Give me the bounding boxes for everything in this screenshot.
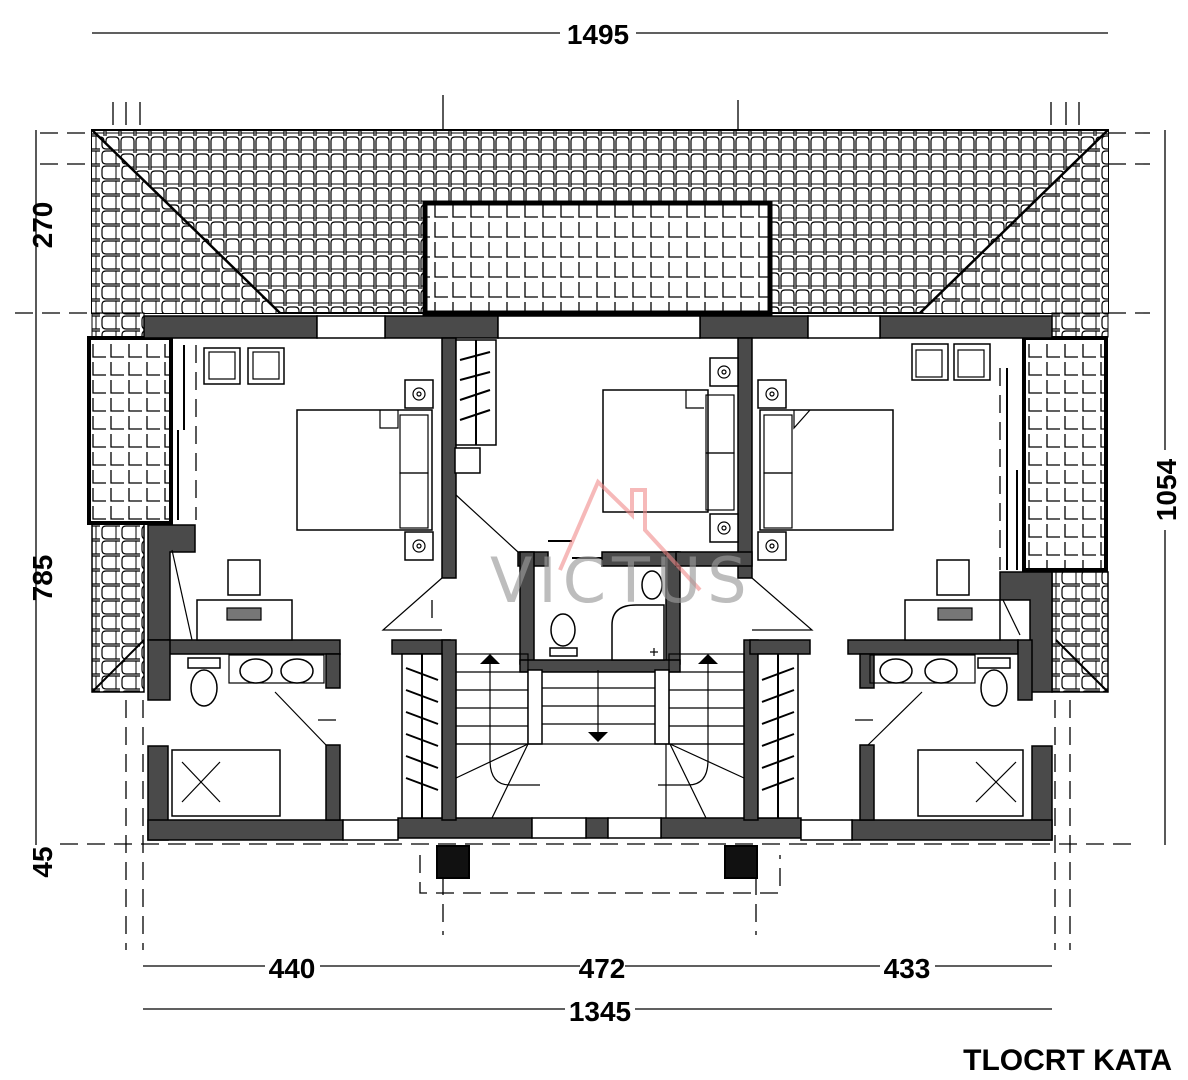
wardrobe-center-left (454, 339, 497, 474)
toilet-icon (187, 657, 221, 707)
laptop-icon (226, 607, 262, 621)
toilet-icon (977, 657, 1011, 707)
bathroom-left (171, 654, 340, 817)
double-sink-icon (228, 654, 325, 684)
bathtub-icon (171, 749, 281, 817)
bathtub-icon (917, 749, 1024, 817)
dimension-right: 1054 (1151, 130, 1182, 845)
sink-icon (641, 570, 663, 600)
dimension-left: 270 785 45 (27, 130, 58, 878)
armchair-icon (203, 347, 241, 385)
wardrobe-stair-right (757, 653, 799, 819)
dimension-label: 1054 (1151, 458, 1182, 521)
nightstand-icon (757, 379, 787, 409)
walls (143, 315, 1053, 841)
dimension-label: 1495 (567, 19, 629, 50)
nightstand-icon (709, 357, 739, 387)
bedroom-left (171, 345, 443, 641)
side-dormer-left (87, 336, 173, 525)
dimension-label: 472 (579, 953, 626, 984)
dimension-label: 45 (27, 846, 58, 877)
armchair-icon (911, 343, 949, 381)
watermark-text: VICTUS (490, 544, 753, 617)
dimension-label: 433 (884, 953, 931, 984)
dimension-label: 1345 (569, 996, 631, 1027)
armchair-icon (953, 343, 991, 381)
dimension-label: 270 (27, 202, 58, 249)
corner-shower-icon (611, 604, 665, 661)
bathroom-center (549, 570, 665, 661)
wardrobe-stair-left (401, 653, 443, 819)
bedroom-center (455, 357, 739, 559)
laptop-icon (937, 607, 973, 621)
nightstand-icon (404, 531, 434, 561)
armchair-icon (247, 347, 285, 385)
dimension-label: 785 (27, 555, 58, 602)
desk-icon (904, 599, 1001, 641)
chair-icon (936, 559, 970, 596)
watermark: VICTUS (490, 478, 753, 617)
drawing-title: TLOCRT KATA (963, 1044, 1172, 1077)
dimension-top-overall: 1495 (92, 19, 1108, 50)
double-sink-icon (869, 654, 976, 684)
nightstand-icon (404, 379, 434, 409)
column-right (724, 845, 758, 879)
bed-icon (296, 409, 433, 531)
roof (87, 129, 1109, 693)
toilet-icon (549, 613, 578, 657)
bathroom-right (855, 654, 1024, 817)
dormer (422, 200, 773, 316)
column-left (436, 845, 470, 879)
dimension-bottom: 440 472 433 1345 (143, 953, 1052, 1027)
staircase (455, 653, 745, 819)
nightstand-icon (757, 531, 787, 561)
nightstand-icon (709, 513, 739, 543)
dimension-label: 440 (269, 953, 316, 984)
desk-icon (196, 599, 293, 641)
bedroom-right (751, 343, 1021, 641)
chair-icon (227, 559, 261, 596)
side-dormer-right (1022, 336, 1108, 572)
bed-icon (602, 389, 735, 513)
bed-icon (759, 409, 894, 531)
